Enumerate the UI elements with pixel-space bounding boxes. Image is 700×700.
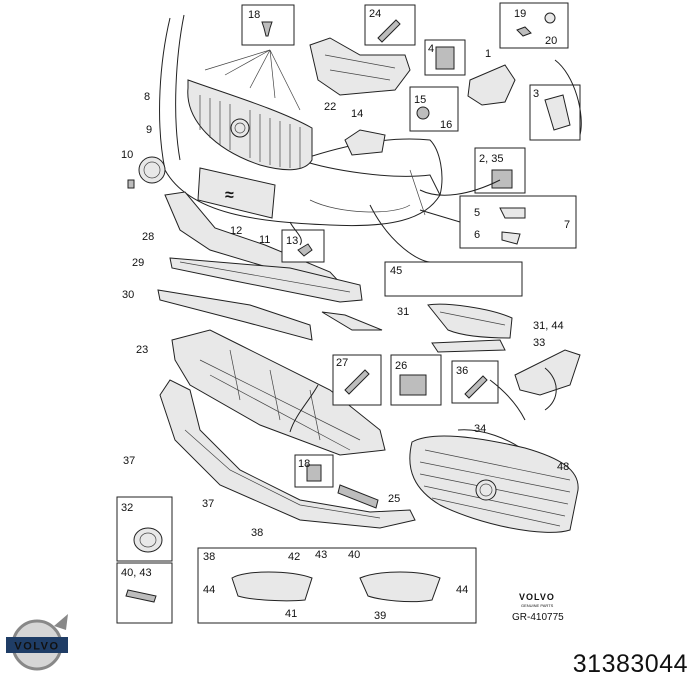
callout-30: 31 [397,306,409,318]
callout-box-31-44 [116,496,173,562]
callout-44-right: 44 [456,584,468,596]
callout-box-17 [241,4,295,46]
callout-23: 23 [136,344,148,356]
callout-2-35: 2, 35 [479,153,503,165]
callout-31: 31, 44 [533,320,564,332]
callout-box-18 [294,454,334,488]
callout-42: 42 [288,551,300,563]
callout-28: 29 [132,257,144,269]
lower-bumper-36 [159,379,416,529]
callout-4: 4 [428,43,434,55]
brand-text: VOLVO [519,592,555,602]
leader-lines [289,59,582,433]
callout-box-3 [529,84,581,141]
bracket-14 [344,129,386,156]
trim-strip-47 [321,311,383,331]
callout-38: 38 [203,551,215,563]
svg-text:≈: ≈ [225,187,234,204]
callout-box-40-43 [116,562,173,624]
callout-46: 48 [557,461,569,473]
callout-10: 10 [121,149,133,161]
bracket-21 [309,37,411,96]
callout-box-5-6-7 [459,195,577,249]
callout-box-19-20 [499,2,569,49]
callout-17: 18 [248,9,260,21]
callout-39: 39 [374,610,386,622]
callout-box-26 [332,354,382,406]
diagram-code: GR-410775 [512,612,564,623]
callout-25: 26 [395,360,407,372]
volvo-logo-text: VOLVO [14,641,59,653]
callout-40: 40 [348,549,360,561]
callout-box-13 [281,229,325,263]
callout-34: 36 [456,365,468,377]
callout-44-left: 44 [203,584,215,596]
volvo-logo: VOLVO [6,614,68,671]
fog-lamp-trim-30-31 [427,303,513,339]
callout-box-2-35 [474,147,526,194]
callout-14: 14 [351,108,363,120]
callout-19: 19 [514,8,526,20]
callout-13: 13 [286,235,298,247]
callout-8: 8 [144,91,150,103]
callout-24: 25 [388,493,400,505]
callout-43: 43 [315,549,327,561]
callout-36: 37 [202,498,214,510]
callout-32: 33 [533,337,545,349]
callout-37-lower: 38 [251,527,263,539]
callout-21: 22 [324,101,336,113]
undertray-23 [171,329,386,456]
callout-29: 30 [122,289,134,301]
callout-33: 34 [474,423,486,435]
bracket-1 [467,64,516,106]
callout-3: 3 [533,88,539,100]
trim-32 [431,339,506,353]
callout-labels: 18 24 19 20 4 1 3 22 15 16 14 8 9 10 2, … [121,8,570,622]
license-plate-holder: ≈ [197,167,276,219]
absorber-28 [169,257,363,303]
callout-9: 9 [146,124,152,136]
reinforcement-29 [157,289,313,341]
grille-46 [409,435,579,533]
callout-20: 20 [545,35,557,47]
brand-subtext: GENUINE PARTS [521,603,554,608]
part-number: 31383044 [572,650,688,678]
callout-40-43: 40, 43 [121,567,152,579]
callout-box-15-16 [409,86,459,132]
callout-45: 45 [390,265,402,277]
callout-27: 28 [142,231,154,243]
callout-26: 27 [336,357,348,369]
callout-1: 1 [485,48,491,60]
callout-18: 18 [298,458,310,470]
callout-6: 6 [474,229,480,241]
upper-grille [187,79,313,171]
callout-box-22 [364,4,416,46]
callout-11: 11 [259,234,270,246]
callout-37-upper: 37 [123,455,135,467]
rivet-leader-lines [204,49,301,111]
callout-box-38 [197,547,477,624]
callout-31-44: 32 [121,502,133,514]
callout-box-25 [390,354,442,406]
volvo-emblem-part [127,156,166,189]
callout-box-4 [424,39,466,76]
callout-7: 7 [564,219,570,231]
callout-12: 12 [230,225,242,237]
callout-box-45 [384,261,523,297]
callout-41: 41 [285,608,297,620]
callout-16: 16 [440,119,452,131]
callout-5: 5 [474,207,480,219]
callout-box-34 [451,360,499,404]
volvo-genuine-parts-mark: VOLVO GENUINE PARTS GR-410775 [512,592,564,623]
trim-strip-24 [337,484,379,509]
callout-15: 15 [414,94,426,106]
callout-22: 24 [369,8,381,20]
lamp-48 [514,349,581,396]
